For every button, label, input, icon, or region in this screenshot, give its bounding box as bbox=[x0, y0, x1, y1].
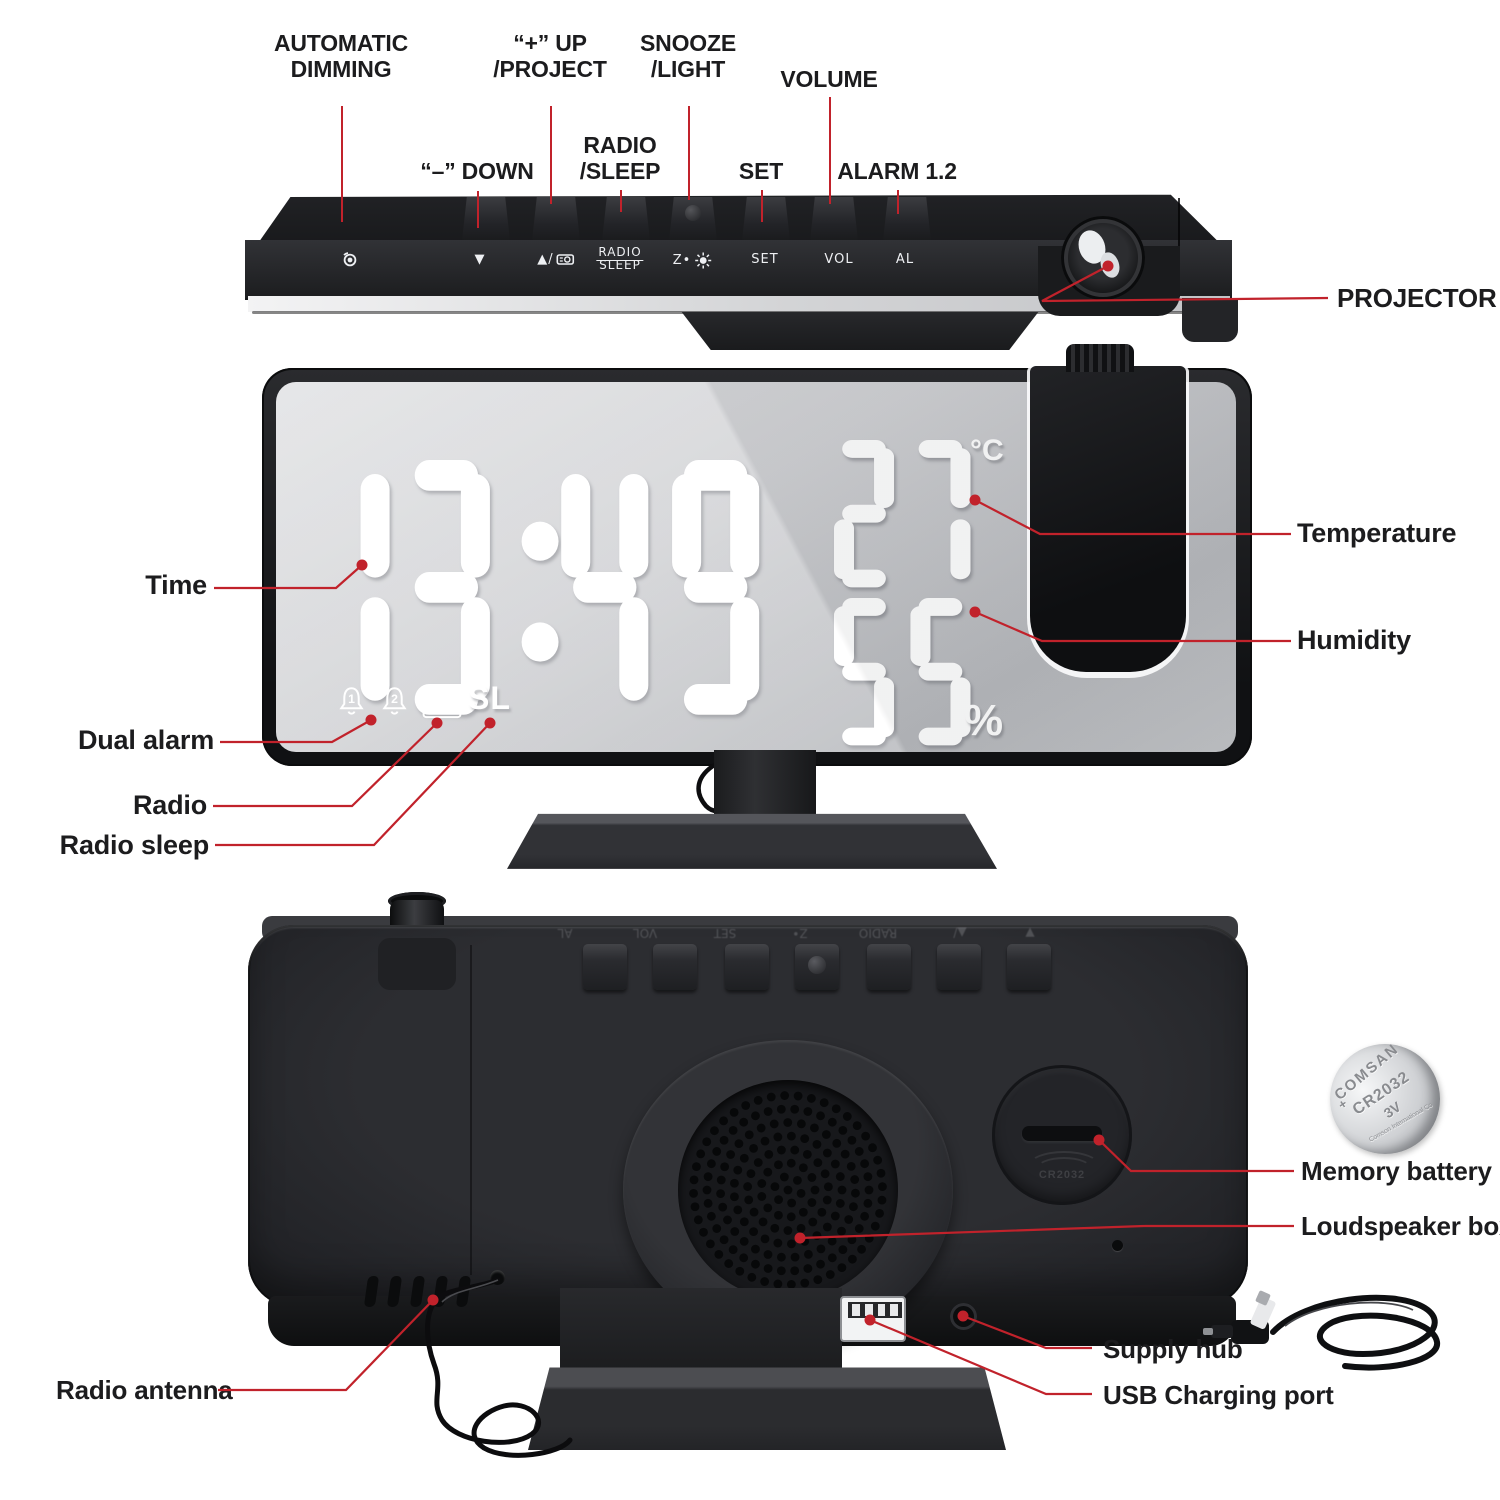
callout-label-radio-sleep: Radio sleep bbox=[59, 830, 210, 860]
callout-line-volume bbox=[829, 97, 831, 204]
humidity-display bbox=[834, 598, 971, 746]
memory-battery-door: CR2032 bbox=[992, 1065, 1132, 1205]
projector-lens bbox=[1061, 216, 1145, 300]
back-stand-neck bbox=[560, 1288, 842, 1376]
callout-label-dual-alarm: Dual alarm bbox=[77, 725, 214, 755]
top-view-button bbox=[669, 197, 717, 241]
front-stand-base bbox=[507, 813, 997, 869]
callout-label-projector: PROJECTOR bbox=[1337, 283, 1497, 313]
svg-text:1: 1 bbox=[348, 692, 355, 706]
callout-line-up-project bbox=[550, 106, 552, 204]
humidity-unit: % bbox=[964, 696, 1003, 746]
reflected-marking: SET bbox=[713, 926, 737, 940]
sleep-indicator: SL bbox=[468, 680, 511, 717]
back-view-button bbox=[653, 944, 697, 990]
reflected-marking: AL bbox=[557, 926, 573, 940]
snooze-light-marking: Z• bbox=[673, 252, 712, 269]
projection-arm bbox=[1030, 366, 1186, 672]
callout-label-alarm-12: ALARM 1.2 bbox=[837, 158, 957, 184]
top-view-button bbox=[602, 197, 650, 241]
callout-label-loudspeaker: Loudspeaker box bbox=[1301, 1211, 1500, 1241]
back-projector-knob-base bbox=[378, 938, 456, 990]
alarm2-indicator-icon: 2 bbox=[382, 687, 407, 715]
usb-plug bbox=[1250, 1297, 1276, 1329]
back-panel-seam bbox=[470, 945, 472, 1275]
loudspeaker-grille bbox=[678, 1080, 898, 1300]
usb-pins bbox=[848, 1302, 902, 1318]
top-view-button bbox=[810, 197, 858, 241]
callout-label-usb-port: USB Charging port bbox=[1103, 1380, 1334, 1410]
back-view-button bbox=[867, 944, 911, 990]
callout-line-automatic-dimming bbox=[341, 106, 343, 222]
light-icon bbox=[694, 252, 711, 269]
reflected-marking: RADIO bbox=[858, 926, 898, 940]
radio-sleep-marking: RADIO SLEEP bbox=[596, 245, 644, 272]
top-view-button bbox=[742, 197, 790, 241]
temperature-unit: °C bbox=[970, 434, 1004, 468]
reset-hole bbox=[1112, 1240, 1123, 1251]
coin-cell-battery: COMSAN CR2032 3V Comson International Co… bbox=[1308, 1022, 1462, 1176]
usb-charging-port bbox=[840, 1296, 906, 1342]
battery-door-engraving bbox=[1028, 1151, 1100, 1181]
back-view-button bbox=[583, 944, 627, 990]
alarm1-indicator-icon: 1 bbox=[339, 687, 364, 715]
callout-label-down: “–” DOWN bbox=[420, 158, 534, 184]
top-view-button bbox=[462, 197, 510, 241]
radio-indicator-icon bbox=[422, 693, 462, 719]
reflected-marking: ▲/ bbox=[953, 926, 967, 940]
callout-line-radio-sleep bbox=[620, 190, 622, 212]
callout-line-set bbox=[761, 190, 763, 222]
callout-label-temperature: Temperature bbox=[1297, 518, 1457, 548]
battery-door-slot bbox=[1022, 1126, 1102, 1141]
callout-label-radio: Radio bbox=[132, 790, 207, 820]
vol-marking: VOL bbox=[824, 252, 854, 267]
radio-antenna-wire bbox=[425, 1277, 573, 1458]
dimming-sensor-icon bbox=[342, 252, 358, 268]
up-project-marking: ▲/ bbox=[537, 252, 575, 267]
top-view-button bbox=[883, 197, 931, 241]
top-view-button bbox=[532, 197, 580, 241]
battery-door-engraving bbox=[1036, 1157, 1092, 1181]
al-marking: AL bbox=[895, 252, 915, 267]
top-view-silver-edge bbox=[248, 296, 1230, 312]
callout-label-volume: VOLUME bbox=[780, 66, 878, 92]
callout-label-snooze-light: SNOOZE/LIGHT bbox=[640, 30, 736, 82]
back-view-button bbox=[937, 944, 981, 990]
back-view-button bbox=[725, 944, 769, 990]
front-stand-neck bbox=[714, 750, 816, 820]
set-marking: SET bbox=[751, 252, 779, 267]
top-view-right-cap bbox=[1182, 298, 1238, 342]
focus-wheel bbox=[1066, 344, 1134, 372]
callout-label-memory-battery: Memory battery bbox=[1301, 1156, 1492, 1186]
back-view-button bbox=[1007, 944, 1051, 990]
callout-label-radio-antenna: Radio antenna bbox=[56, 1375, 233, 1405]
callout-label-time: Time bbox=[145, 570, 207, 600]
top-view-stand-shadow bbox=[681, 312, 1039, 350]
back-view-button bbox=[795, 944, 839, 990]
reflected-marking: ▼ bbox=[1025, 926, 1035, 940]
callout-label-radio-sleep: RADIO/SLEEP bbox=[579, 132, 661, 184]
power-cable bbox=[1203, 1290, 1440, 1371]
speaker-holes bbox=[689, 1091, 887, 1289]
supply-hub-jack bbox=[950, 1303, 977, 1330]
temperature-display bbox=[834, 440, 971, 588]
reflected-marking: VOL bbox=[632, 926, 658, 940]
callout-label-up-project: “+” UP/PROJECT bbox=[493, 30, 607, 82]
reflected-marking: Z• bbox=[792, 926, 808, 940]
battery-door-model: CR2032 bbox=[1038, 1169, 1086, 1181]
callout-line-alarm-12 bbox=[897, 190, 899, 214]
projector-icon bbox=[556, 254, 575, 265]
time-display bbox=[360, 460, 760, 715]
callout-label-supply-hub: Supply hub bbox=[1103, 1334, 1243, 1364]
down-button-marking: ▼ bbox=[474, 252, 486, 267]
callout-line-snooze-light bbox=[688, 106, 690, 200]
callout-label-humidity: Humidity bbox=[1297, 625, 1411, 655]
svg-text:2: 2 bbox=[391, 692, 398, 706]
callout-label-set: SET bbox=[738, 158, 784, 184]
callout-line-down bbox=[477, 191, 479, 228]
